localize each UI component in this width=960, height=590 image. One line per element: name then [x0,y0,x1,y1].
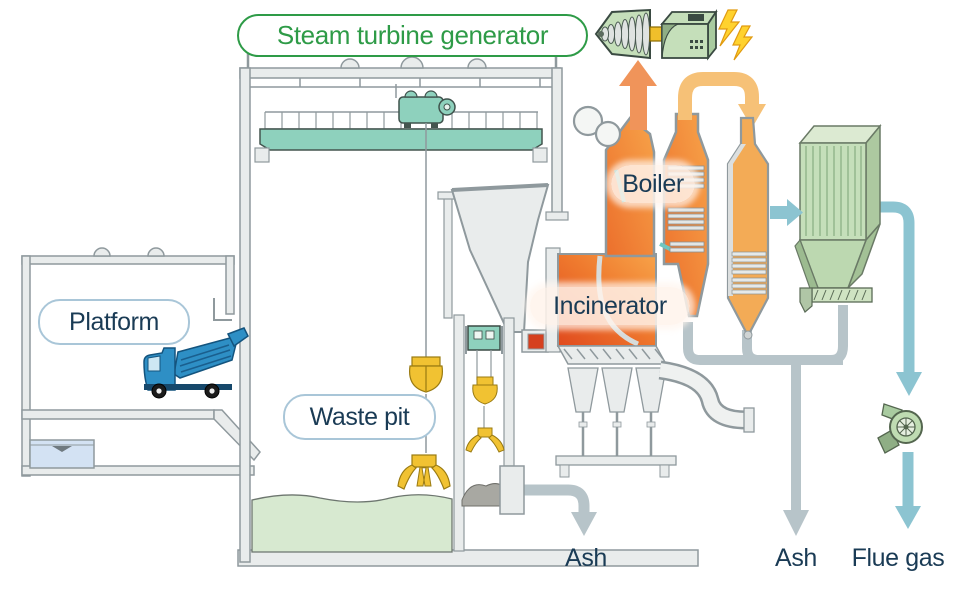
roof-vent-icon [340,58,360,69]
ash-label-right: Ash [775,544,817,572]
grate [556,345,668,365]
baghouse-filter-icon [794,123,882,313]
ash-arrow-bottom-pipe [520,484,590,512]
economizer-fins [731,251,767,295]
flue-gas-label: Flue gas [851,544,945,572]
roof-vent-icon [93,247,111,257]
ash-pipes [520,305,848,536]
flue-arrow-to-baghouse [770,199,803,226]
lightning-bolt-icon [732,25,754,61]
ash-hoppers [555,367,677,478]
waste-pile [251,494,453,553]
incinerator-label: Incinerator [530,287,690,325]
generator-icon [660,9,718,61]
steam-drum [594,120,622,148]
flue-gas-duct [858,201,922,529]
platform-label: Platform [38,299,190,345]
economizer-icon [726,116,770,340]
ash-winch [465,325,503,354]
flue-gas-arrow [895,506,921,529]
steam-turbine-icon [594,8,665,60]
waste-pit-label: Waste pit [283,394,436,440]
grab-bucket-icon [397,454,451,490]
ash-arrow-bottom [571,512,597,536]
grab-bucket-icon [472,376,498,405]
ash-label-bottom: Ash [565,544,607,572]
waste-pit-area [251,356,453,553]
roof-vent-icon [467,58,487,69]
steam-flow-arrow [619,60,657,130]
gas-flow-arrow [678,72,766,128]
overhead-crane-icon [254,84,548,453]
generator-panel-lights [690,40,703,49]
roof-vent-icon [400,56,424,69]
waste-hopper-icon [437,183,550,353]
crane-trolley [395,84,456,128]
turbine-rotor [600,12,651,56]
boiler-label: Boiler [611,165,695,203]
ash-arrow-right [783,510,809,536]
grab-bucket-icon [465,427,505,453]
waste-feeder [527,333,545,350]
steam-drum [572,105,604,137]
ash-screw-conveyor [799,287,873,313]
garbage-truck-icon [143,327,249,399]
steam-turbine-generator-label: Steam turbine generator [237,14,588,57]
water-tank-icon [29,439,95,469]
grab-bucket-icon [408,356,444,393]
roof-vent-icon [147,247,165,257]
lightning-bolt-icon [718,9,741,47]
induced-draft-fan-icon [877,403,923,454]
ash-pit-area [453,314,525,552]
